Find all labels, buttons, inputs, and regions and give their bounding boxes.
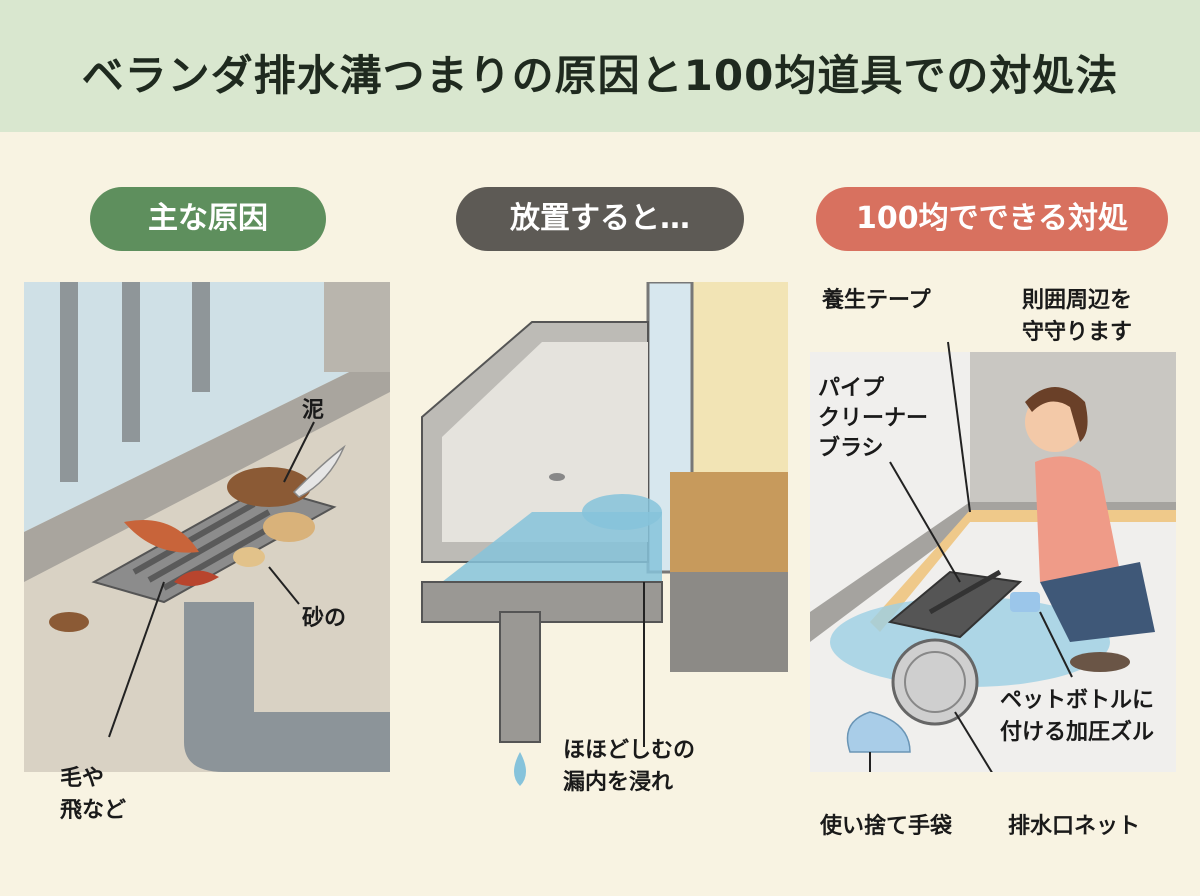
nozzle-pointer [1039,611,1073,678]
label-mud: 泥 [302,398,325,423]
label-protect-1: 則囲周辺を [1022,288,1133,313]
drain-net-mesh [904,651,966,713]
header-band [0,0,1200,132]
wall-base [24,352,390,582]
leaf [174,570,219,586]
water-puddle [442,512,662,582]
drain-pipe [499,611,541,743]
label-tape: 養生テープ [822,288,931,313]
person-legs [1040,562,1155,642]
causes-illustration [24,282,390,772]
label-leak-1: ほほどしむの [563,738,696,763]
net-pointer [954,711,993,772]
sand-pile [263,512,315,542]
leaf [124,520,199,553]
mud-pile [227,467,311,507]
label-brush-1: パイプ [818,376,885,401]
water-puddle [582,494,662,530]
person-body [1035,456,1120,582]
balcony-floor [442,342,648,542]
label-protect-2: 守守ります [1022,320,1133,345]
label-hair-2: 飛など [60,798,127,823]
neglect-illustration [421,282,788,786]
floor-slab [421,581,663,623]
drain-grate [887,570,1023,639]
label-gloves: 使い捨て手袋 [820,814,953,839]
room-wall [692,282,788,472]
person-shoe [1070,652,1130,672]
railing-bar [60,282,78,482]
floor-drain [549,473,565,481]
label-brush-2: クリーナー [818,406,929,431]
remedies-illustration [810,341,1176,772]
label-nozzle-1: ペットボトルに [1000,688,1155,713]
causes-heading: 主な原因 [90,187,326,251]
glove [846,711,911,753]
sand-pile [233,547,265,567]
railing-bar [192,282,210,392]
wall-corner [324,282,390,372]
tape-pointer [947,341,971,513]
water-drop [514,752,526,786]
person-hair [1025,387,1088,442]
brush-pointer [889,461,961,583]
sand-pointer [268,566,300,605]
label-hair-1: 毛や [60,766,105,791]
mud-pointer [283,421,315,483]
mud-spot [49,612,89,632]
drain-pipe [184,602,390,772]
remedies-heading: 100均でできる対処 [816,187,1168,251]
lower-wall [670,572,788,672]
neglect-heading: 放置すると… [456,187,744,251]
pressure-nozzle [1010,592,1040,612]
curing-tape [870,510,1176,632]
label-leak-2: 漏内を浸れ [563,770,674,795]
wet-sill [670,472,788,572]
label-nozzle-2: 付ける加圧ズル [1000,720,1155,745]
label-sand: 砂の [302,606,347,631]
label-net: 排水口ネット [1008,814,1141,839]
page-title: ベランダ排水溝つまりの原因と100均道具での対処法 [81,51,1119,100]
railing-bar [122,282,140,442]
pipe-brush [928,569,1002,615]
label-brush-3: ブラシ [818,436,884,461]
hair-pointer [108,581,165,738]
window-glass [24,282,390,532]
feather [292,444,346,498]
